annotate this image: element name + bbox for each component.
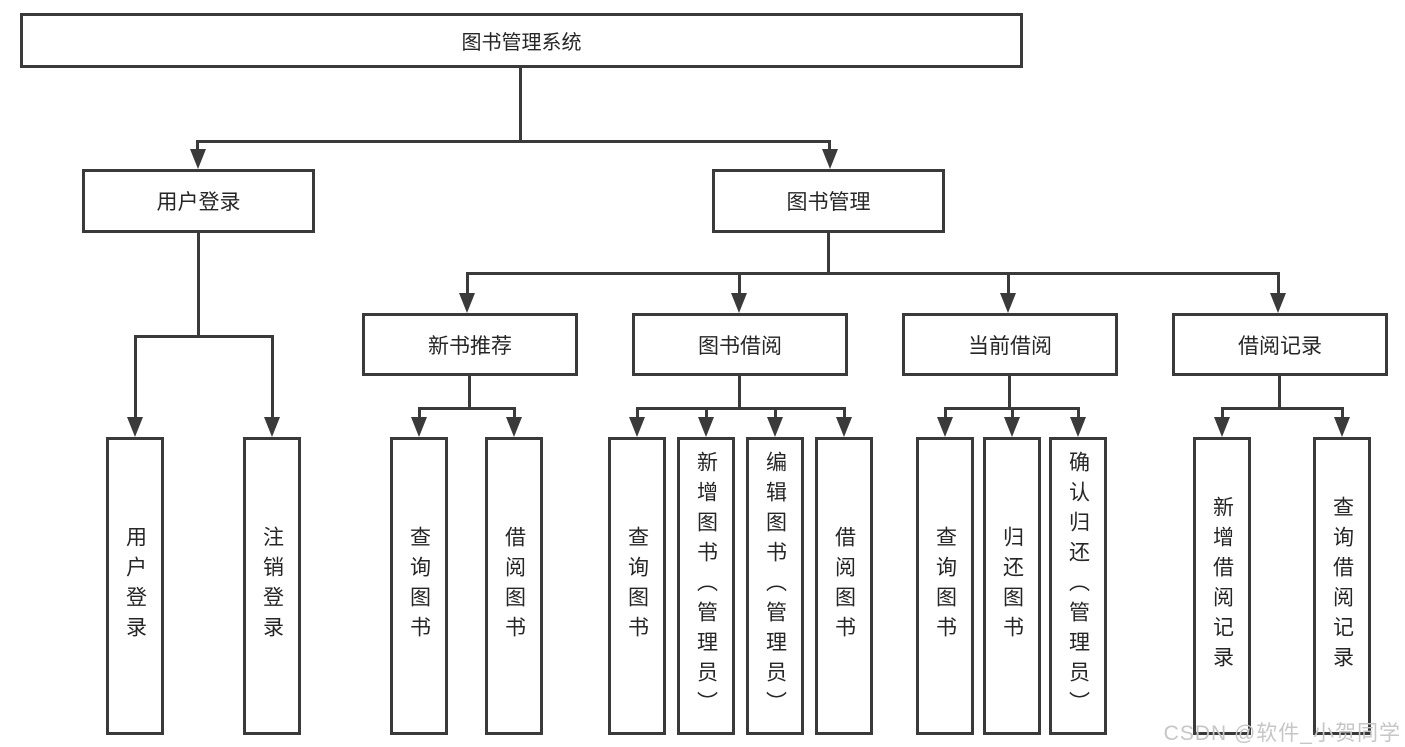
connector-line xyxy=(1007,272,1010,295)
leaf-logout: 注销登录 xyxy=(243,437,301,735)
connector-line xyxy=(827,233,830,274)
connector-line xyxy=(944,407,947,419)
arrow-down-icon xyxy=(1334,417,1350,437)
arrow-down-icon xyxy=(767,417,783,437)
node-borrow-record: 借阅记录 xyxy=(1172,313,1388,376)
connector-line xyxy=(1011,407,1014,419)
watermark: CSDN @软件_小贺同学 xyxy=(1163,722,1401,745)
connector-line xyxy=(271,335,274,419)
leaf-add-book-admin: 新增图书（管理员） xyxy=(677,437,735,735)
arrow-down-icon xyxy=(836,417,852,437)
leaf-return-book: 归还图书 xyxy=(983,437,1041,735)
connector-line xyxy=(418,407,421,419)
leaf-user-login: 用户登录 xyxy=(106,437,164,735)
connector-line xyxy=(843,407,846,419)
connector-line xyxy=(197,233,200,337)
arrow-down-icon xyxy=(1000,293,1016,313)
arrow-down-icon xyxy=(1270,293,1286,313)
connector-line xyxy=(1008,376,1011,409)
connector-line xyxy=(134,335,274,338)
leaf-query-books-recommend: 查询图书 xyxy=(390,437,448,735)
connector-line xyxy=(738,272,741,295)
leaf-add-borrow-record: 新增借阅记录 xyxy=(1193,437,1251,735)
arrow-down-icon xyxy=(411,417,427,437)
arrow-down-icon xyxy=(459,293,475,313)
arrow-down-icon xyxy=(1070,417,1086,437)
arrow-down-icon xyxy=(1214,417,1230,437)
connector-line xyxy=(466,272,469,295)
node-book-management-system: 图书管理系统 xyxy=(20,13,1023,68)
connector-line xyxy=(1278,376,1281,409)
connector-line xyxy=(1221,407,1343,410)
arrow-down-icon xyxy=(506,417,522,437)
leaf-borrow-books: 借阅图书 xyxy=(815,437,873,735)
arrow-down-icon xyxy=(731,293,747,313)
node-book-borrow: 图书借阅 xyxy=(632,313,848,376)
arrow-down-icon xyxy=(264,417,280,437)
arrow-down-icon xyxy=(629,417,645,437)
node-book-management: 图书管理 xyxy=(712,169,945,233)
connector-line xyxy=(705,407,708,419)
arrow-down-icon xyxy=(127,417,143,437)
leaf-query-books-borrow: 查询图书 xyxy=(608,437,666,735)
node-user-login: 用户登录 xyxy=(82,169,315,233)
connector-line xyxy=(1221,407,1224,419)
arrow-down-icon xyxy=(937,417,953,437)
connector-line xyxy=(197,140,830,143)
connector-line xyxy=(513,407,516,419)
connector-line xyxy=(828,140,831,151)
leaf-edit-book-admin: 编辑图书（管理员） xyxy=(746,437,804,735)
connector-line xyxy=(636,407,639,419)
leaf-query-books-current: 查询图书 xyxy=(916,437,974,735)
node-current-borrow: 当前借阅 xyxy=(902,313,1118,376)
connector-line xyxy=(519,68,522,140)
connector-line xyxy=(468,376,471,409)
connector-line xyxy=(196,140,199,151)
leaf-query-borrow-record: 查询借阅记录 xyxy=(1313,437,1371,735)
connector-line xyxy=(636,407,846,410)
connector-line xyxy=(738,376,741,409)
connector-line xyxy=(1077,407,1080,419)
arrow-down-icon xyxy=(1004,417,1020,437)
connector-line xyxy=(134,335,137,419)
leaf-confirm-return-admin: 确认归还（管理员） xyxy=(1049,437,1107,735)
arrow-down-icon xyxy=(698,417,714,437)
connector-line xyxy=(466,272,1280,275)
arrow-down-icon xyxy=(822,149,838,169)
leaf-borrow-books-recommend: 借阅图书 xyxy=(485,437,543,735)
connector-line xyxy=(774,407,777,419)
arrow-down-icon xyxy=(190,149,206,169)
connector-line xyxy=(1277,272,1280,295)
node-new-book-recommend: 新书推荐 xyxy=(362,313,578,376)
connector-line xyxy=(418,407,516,410)
connector-line xyxy=(1341,407,1344,419)
